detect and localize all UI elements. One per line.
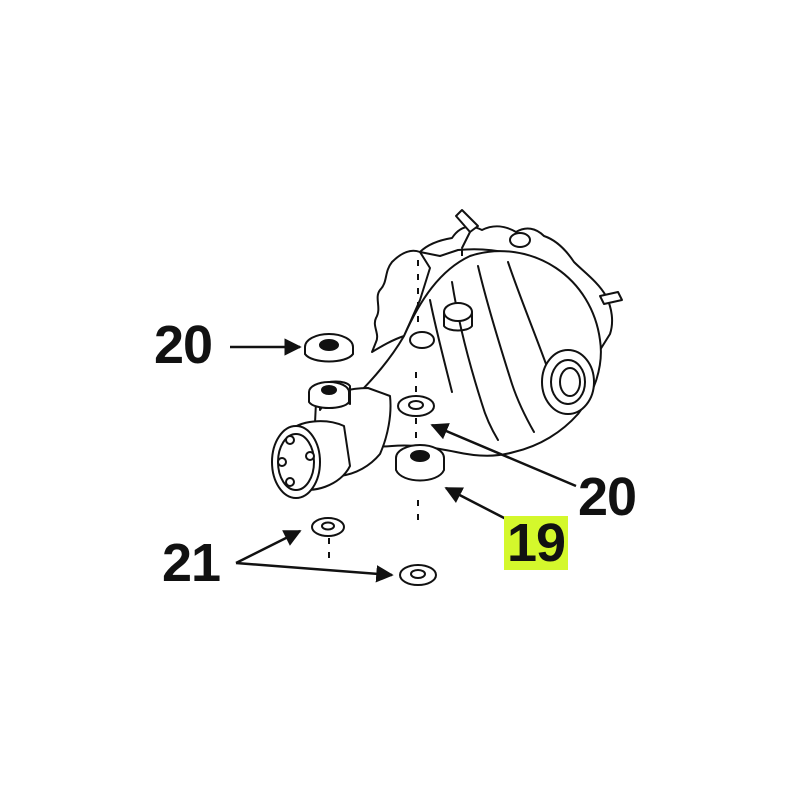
bushing-19 (395, 444, 445, 482)
callout-20-right: 20 (578, 467, 637, 527)
callout-21: 21 (162, 533, 221, 593)
callout-19-highlighted: 19 (504, 516, 569, 570)
bushing-20-upper-left (304, 333, 354, 363)
alignment-lines (328, 250, 463, 560)
washer-21-right (399, 564, 437, 586)
bushing-upper-mount (308, 381, 350, 409)
callout-20-left: 20 (154, 315, 213, 375)
callout-arrows (230, 338, 577, 583)
washer-20-center (397, 395, 435, 417)
washer-21-left (311, 517, 345, 537)
